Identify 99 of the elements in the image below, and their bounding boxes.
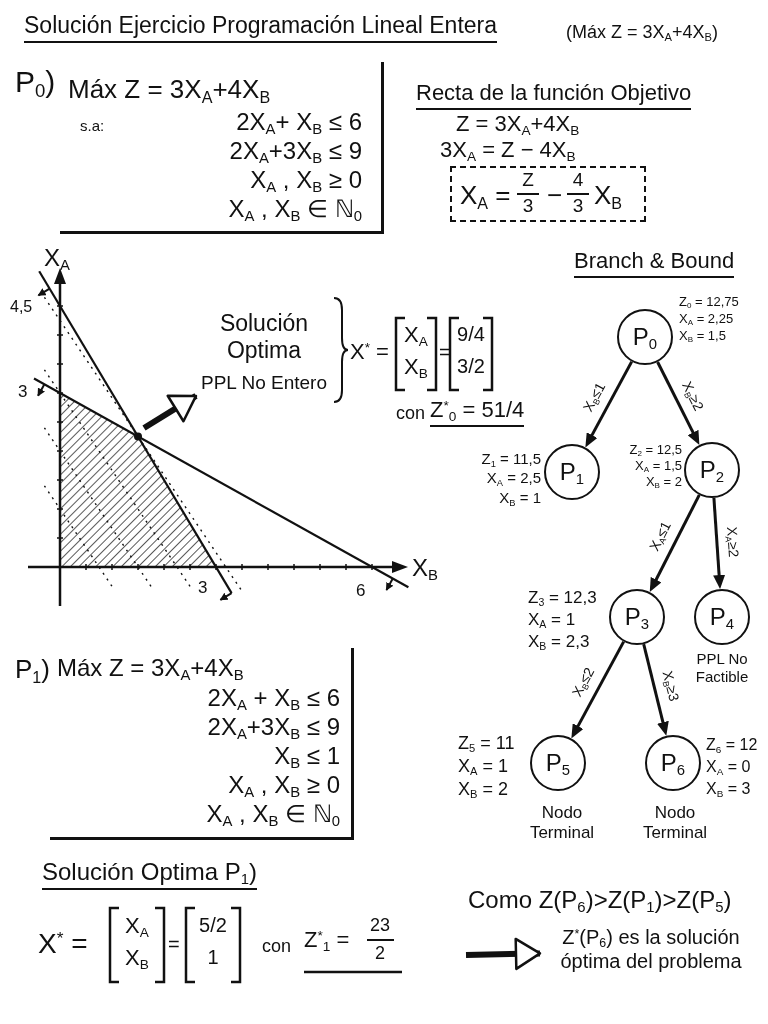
constraint: 2X$_{A}$+3X$_{B}$ ≤ 9	[229, 137, 362, 166]
formula-text: con	[262, 936, 292, 958]
formula-text: −	[547, 180, 563, 211]
node-caption: Nodo Terminal	[528, 803, 596, 844]
node-annotation: X$_{A}$ = 1	[528, 610, 576, 631]
formula-text: X$_{A}$ =	[460, 180, 511, 211]
axis-label: X$_{B}$	[412, 554, 438, 583]
problem-label: P$_{1}$)	[15, 654, 50, 685]
annotation-text: PPL No Entero	[201, 372, 327, 395]
node-annotation: X$_{A}$ = 0	[706, 758, 751, 777]
fraction-denominator: 3	[572, 195, 584, 218]
conclusion-text: Z$^{*}$(P$_{6}$) es la solución óptima del problema	[540, 926, 762, 974]
section-heading: Solución Optima P$_{1}$)	[42, 858, 258, 891]
branch-arrow	[712, 497, 726, 590]
fraction-numerator: Z	[522, 169, 534, 192]
constraint: X$_{A}$ , X$_{B}$ ∈ ℕ$_{0}$	[228, 195, 362, 224]
formula-text: (Máx Z = 3X$_{A}$+4X$_{B}$)	[566, 22, 718, 44]
node-annotation: X$_{B}$ = 2,3	[528, 632, 590, 653]
fraction-numerator: 4	[572, 169, 584, 192]
node-annotation: Z$_{1}$ = 11,5	[481, 450, 541, 468]
subproblem-node	[530, 735, 586, 791]
subproblem-node	[645, 735, 701, 791]
node-caption: PPL No Factible	[694, 650, 750, 686]
node-annotation: Z$_{5}$ = 11	[458, 733, 515, 755]
formula-text: Como Z(P$_{6}$)>Z(P$_{1}$)>Z(P$_{5}$)	[468, 886, 732, 915]
node-label: P$_{5}$	[545, 749, 571, 777]
formula-text: X$_{B}$	[594, 180, 623, 211]
branch-arrow	[656, 361, 700, 446]
node-annotation: X$_{B}$ = 2	[458, 779, 508, 801]
node-label: P$_{4}$	[709, 603, 735, 631]
matrix-entry: 3/2	[457, 355, 485, 379]
tick-label: 6	[356, 581, 366, 602]
matrix-entry: X$_{B}$	[404, 354, 428, 380]
subproblem-node	[544, 444, 600, 500]
constraint: X$_{B}$ ≤ 1	[274, 742, 340, 771]
node-annotation: X$_{B}$ = 2	[645, 474, 682, 490]
matrix-entry: 5/2	[199, 914, 227, 938]
fraction-numerator: 23	[370, 915, 390, 937]
node-annotation: X$_{A}$ = 2,25	[679, 311, 734, 327]
objective-function: Máx Z = 3X$_{A}$+4X$_{B}$	[57, 654, 244, 683]
node-annotation: Z$_{3}$ = 12,3	[528, 588, 597, 609]
formula-text: 3X$_{A}$ = Z − 4X$_{B}$	[440, 137, 576, 163]
objective-function: Máx Z = 3X$_{A}$+4X$_{B}$	[68, 74, 271, 105]
constraint: X$_{A}$ , X$_{B}$ ≥ 0	[228, 771, 340, 800]
node-label: P$_{3}$	[624, 603, 650, 631]
constraint: 2X$_{A}$+ X$_{B}$ ≤ 6	[236, 108, 362, 137]
branch-arrow	[571, 640, 625, 739]
formula-text: Z$^{*}$$_{0}$ = 51/4	[430, 397, 525, 427]
axis-label: X$_{A}$	[44, 244, 70, 273]
section-heading: Recta de la función Objetivo	[416, 80, 692, 110]
formula-box	[450, 166, 646, 222]
constraint-label: s.a:	[80, 117, 105, 135]
matrix-entry: X$_{A}$	[125, 913, 149, 939]
node-annotation: X$_{A}$ = 2,5	[486, 469, 541, 487]
matrix-entry: 9/4	[457, 323, 485, 347]
matrix-entry: 1	[207, 946, 219, 970]
subproblem-node	[609, 589, 665, 645]
fraction-denominator: 3	[522, 195, 534, 218]
node-label: P$_{2}$	[699, 456, 725, 484]
annotation-text: Solución Optima	[218, 310, 310, 365]
formula-text: con	[396, 403, 426, 425]
node-annotation: X$_{B}$ = 3	[706, 780, 751, 799]
problem-label: P$_{0}$)	[15, 64, 56, 100]
node-annotation: Z$_{0}$ = 12,75	[679, 294, 739, 310]
constraint: 2X$_{A}$+3X$_{B}$ ≤ 9	[207, 713, 340, 742]
section-heading: Branch & Bound	[574, 248, 735, 278]
matrix-entry: X$_{A}$	[404, 322, 428, 348]
node-annotation: X$_{B}$ = 1	[499, 489, 541, 507]
formula-text: Z$^{*}$$_{1}$ =	[304, 927, 350, 953]
fraction-denominator: 2	[375, 943, 385, 965]
node-annotation: X$_{A}$ = 1,5	[635, 458, 682, 474]
subproblem-node	[617, 309, 673, 365]
subproblem-node	[694, 589, 750, 645]
node-annotation: X$_{A}$ = 1	[458, 756, 508, 778]
formula-text: =	[168, 933, 180, 957]
node-annotation: Z$_{6}$ = 12	[706, 736, 758, 755]
constraint: X$_{A}$ , X$_{B}$ ≥ 0	[250, 166, 362, 195]
block-arrow	[142, 393, 198, 431]
formula-text: Z = 3X$_{A}$+4X$_{B}$	[456, 111, 580, 137]
node-label: P$_{1}$	[559, 458, 585, 486]
tick-label: 4,5	[10, 298, 33, 317]
node-label: P$_{6}$	[660, 749, 686, 777]
constraint: 2X$_{A}$ + X$_{B}$ ≤ 6	[207, 684, 340, 713]
page-title: Solución Ejercicio Programación Lineal Entera	[24, 12, 498, 44]
node-label: P$_{0}$	[632, 323, 658, 351]
block-arrow	[465, 937, 542, 971]
node-caption: Nodo Terminal	[641, 803, 709, 844]
branch-arrow	[649, 494, 701, 593]
constraint: X$_{A}$ , X$_{B}$ ∈ ℕ$_{0}$	[206, 800, 340, 829]
branch-arrow	[585, 360, 633, 448]
node-annotation: Z$_{2}$ = 12,5	[629, 442, 682, 458]
tick-label: 3	[198, 578, 208, 599]
matrix-entry: X$_{B}$	[125, 945, 149, 971]
formula-text: X$^{*}$ =	[38, 927, 88, 961]
formula-text: X$^{*}$ =	[350, 339, 389, 365]
branch-arrow	[642, 643, 669, 736]
subproblem-node	[684, 442, 740, 498]
tick-label: 3	[18, 382, 28, 403]
node-annotation: X$_{B}$ = 1,5	[679, 328, 726, 344]
